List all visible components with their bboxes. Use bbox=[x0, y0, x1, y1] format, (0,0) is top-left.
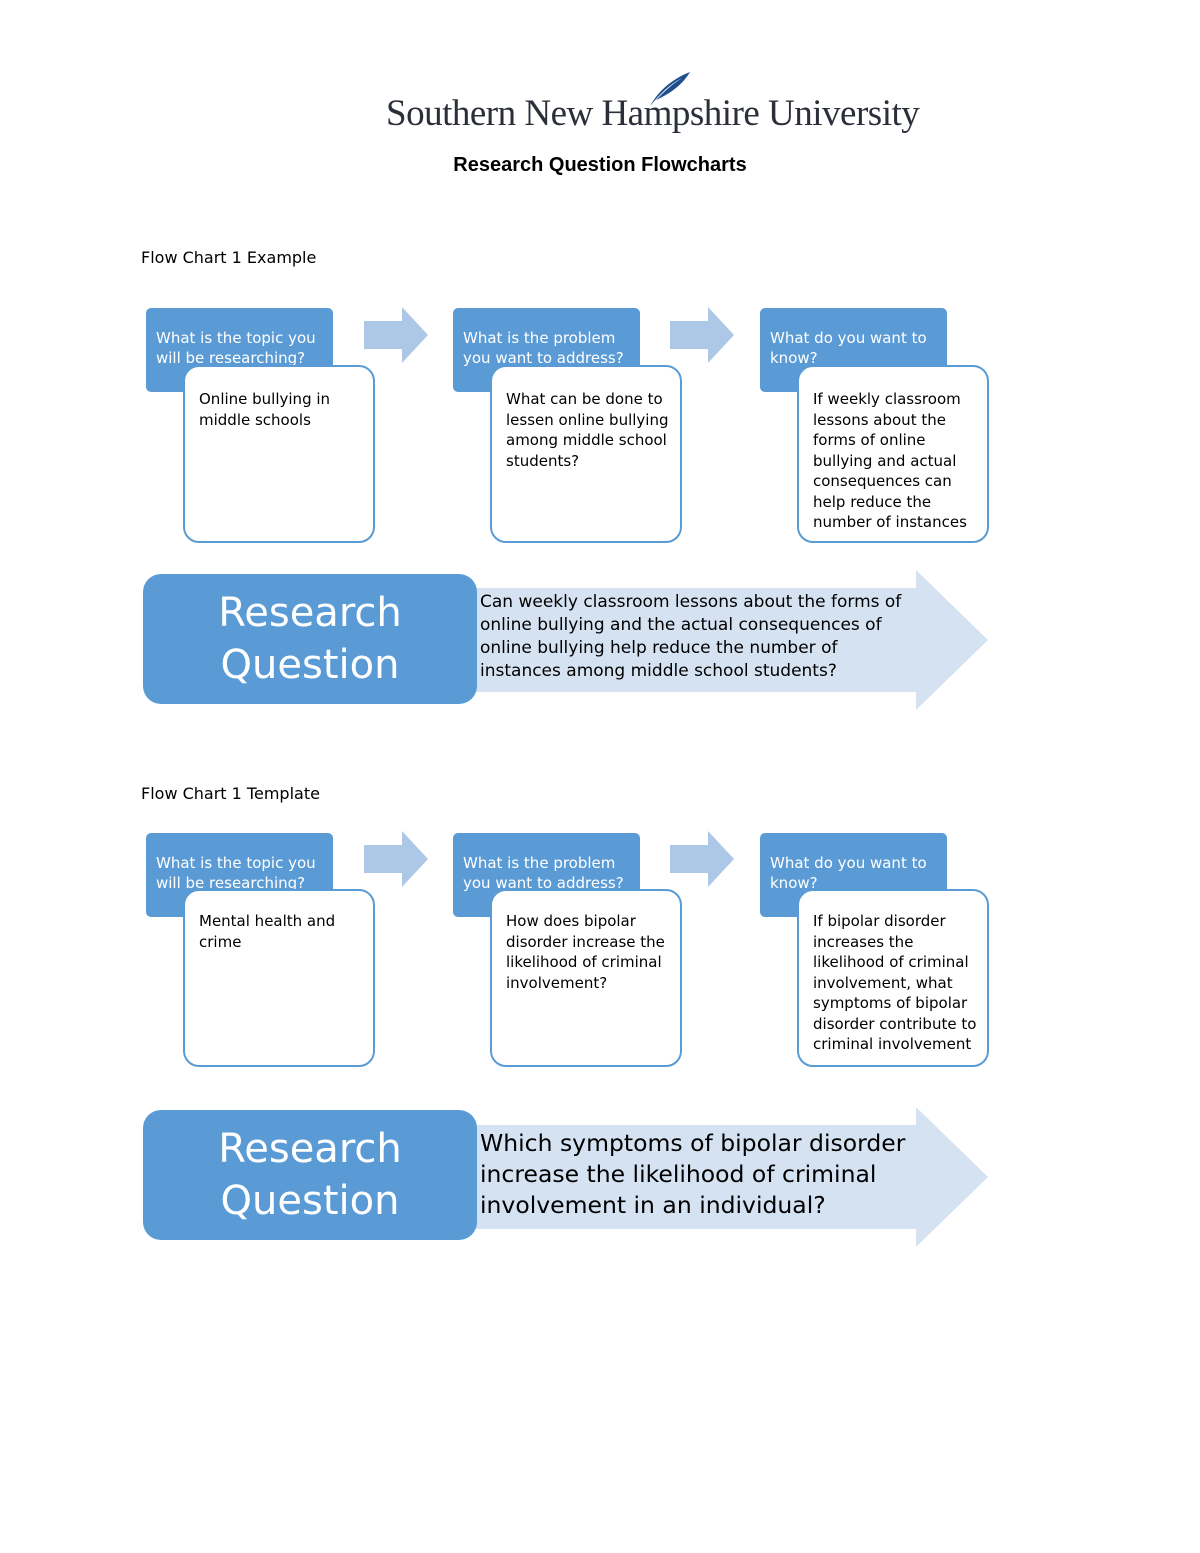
step-3-box: If weekly classroom lessons about the fo… bbox=[797, 365, 989, 543]
step-arrow-2 bbox=[670, 307, 734, 363]
research-question-text: Which symptoms of bipolar disorder incre… bbox=[480, 1129, 906, 1219]
step-arrow-1 bbox=[364, 307, 428, 363]
step-arrow-2 bbox=[670, 831, 734, 887]
research-question-text: Can weekly classroom lessons about the f… bbox=[480, 592, 902, 681]
research-question-label: Research Question bbox=[143, 1110, 477, 1240]
research-question-arrow bbox=[470, 570, 988, 710]
feather-icon bbox=[650, 72, 690, 106]
step-1-box: Online bullying in middle schools bbox=[183, 365, 375, 543]
step-2-box: How does bipolar disorder increase the l… bbox=[490, 889, 682, 1067]
university-logo: Southern New Hampshire University bbox=[386, 70, 920, 140]
chart-1-label: Flow Chart 1 Example bbox=[141, 248, 317, 267]
research-question-arrow bbox=[470, 1107, 988, 1247]
step-arrow-1 bbox=[364, 831, 428, 887]
step-3-box: If bipolar disorder increases the likeli… bbox=[797, 889, 989, 1067]
page-title: Research Question Flowcharts bbox=[453, 154, 747, 176]
step-2-box: What can be done to lessen online bullyi… bbox=[490, 365, 682, 543]
flowchart-template: What is the topic you will be researchin… bbox=[0, 0, 1200, 1247]
flowchart-example: What is the topic you will be researchin… bbox=[0, 0, 1200, 710]
chart-2-label: Flow Chart 1 Template bbox=[141, 784, 320, 803]
step-1-box: Mental health and crime bbox=[183, 889, 375, 1067]
logo-text: Southern New Hampshire University bbox=[386, 93, 920, 134]
research-question-label: Research Question bbox=[143, 574, 477, 704]
